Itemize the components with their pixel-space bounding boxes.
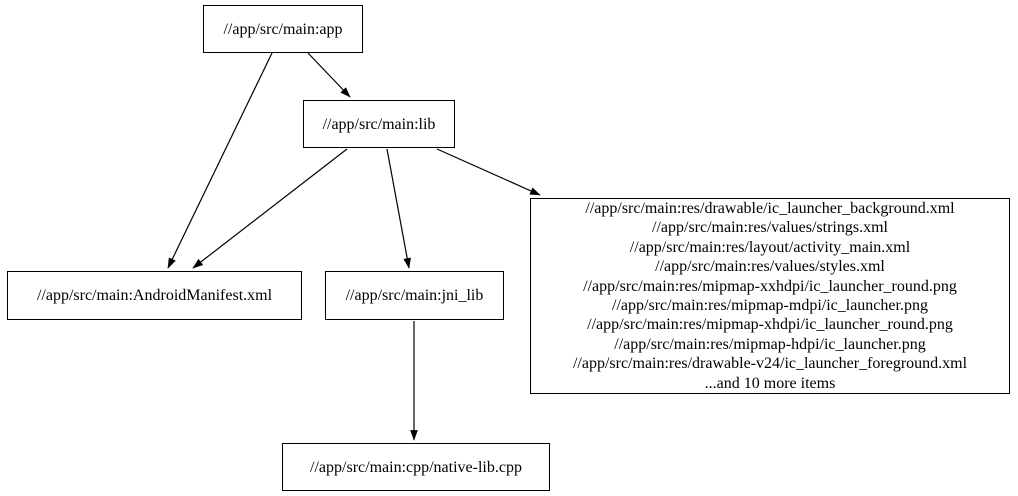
node-lib-label: //app/src/main:lib bbox=[322, 115, 436, 133]
node-jni-lib-label: //app/src/main:jni_lib bbox=[345, 287, 484, 304]
res-file-label: //app/src/main:res/layout/activity_main.… bbox=[629, 238, 911, 256]
edge-app-to-lib bbox=[307, 52, 351, 98]
node-native-lib-cpp: //app/src/main:cpp/native-lib.cpp bbox=[282, 443, 550, 491]
res-file-label: //app/src/main:res/drawable/ic_launcher_… bbox=[585, 199, 955, 217]
node-android-manifest-label: //app/src/main:AndroidManifest.xml bbox=[36, 287, 273, 304]
res-file-label: //app/src/main:res/mipmap-mdpi/ic_launch… bbox=[612, 297, 928, 314]
edge-lib-to-res-group bbox=[436, 148, 541, 196]
res-file-label: //app/src/main:res/mipmap-hdpi/ic_launch… bbox=[614, 335, 926, 353]
res-group-more-items-label: ...and 10 more items bbox=[704, 374, 836, 392]
edge-lib-to-jni-lib bbox=[386, 148, 411, 269]
node-android-manifest: //app/src/main:AndroidManifest.xml bbox=[7, 271, 302, 320]
node-jni-lib: //app/src/main:jni_lib bbox=[325, 271, 504, 320]
res-file-label: //app/src/main:res/mipmap-xhdpi/ic_launc… bbox=[587, 316, 953, 334]
edge-app-to-manifest bbox=[167, 52, 273, 269]
node-app-label: //app/src/main:app bbox=[223, 20, 343, 38]
edge-lib-to-manifest bbox=[192, 148, 348, 269]
node-native-lib-cpp-label: //app/src/main:cpp/native-lib.cpp bbox=[310, 458, 522, 476]
node-app: //app/src/main:app bbox=[203, 5, 363, 53]
node-lib: //app/src/main:lib bbox=[303, 100, 455, 148]
res-file-label: //app/src/main:res/values/styles.xml bbox=[655, 258, 885, 276]
res-file-label: //app/src/main:res/drawable-v24/ic_launc… bbox=[572, 355, 968, 373]
res-file-label: //app/src/main:res/values/strings.xml bbox=[652, 219, 888, 237]
node-res-group: //app/src/main:res/drawable/ic_launcher_… bbox=[530, 198, 1010, 394]
res-file-label: //app/src/main:res/mipmap-xxhdpi/ic_laun… bbox=[583, 277, 957, 295]
